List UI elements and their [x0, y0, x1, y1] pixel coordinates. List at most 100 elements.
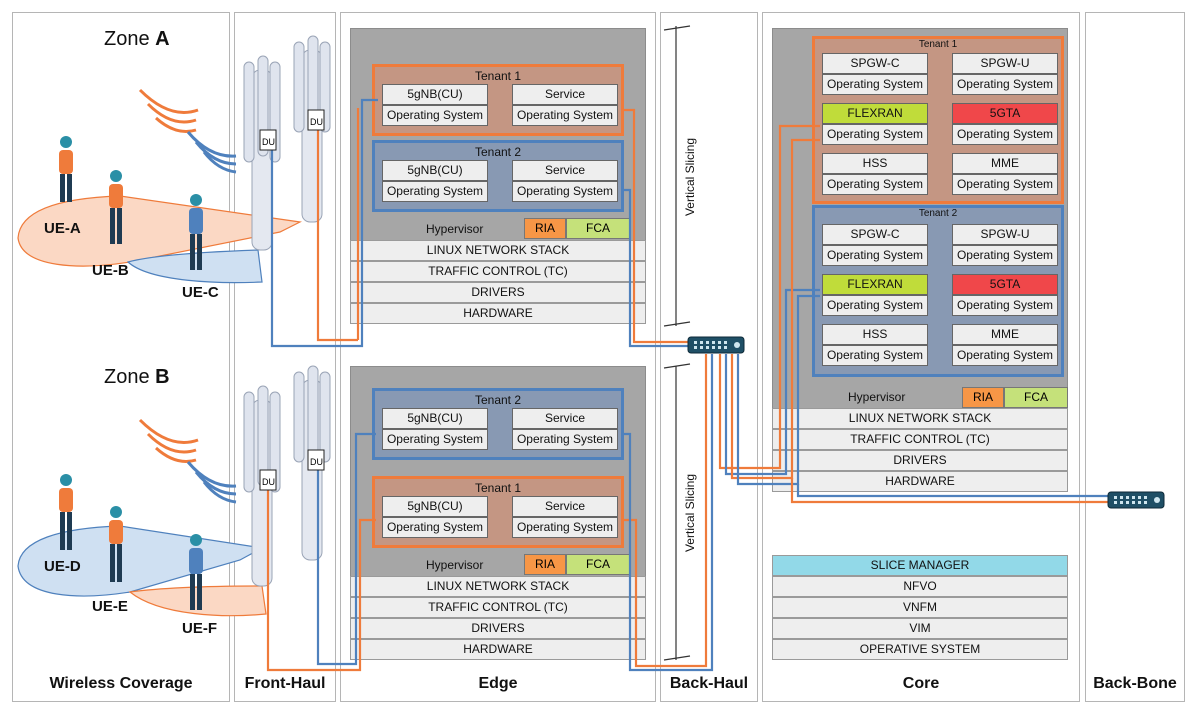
mme-cell: MME	[952, 153, 1058, 174]
os-cell: Operating System	[952, 174, 1058, 195]
vertical-slicing-markers	[663, 25, 691, 661]
os-cell: Operating System	[822, 345, 928, 366]
radio-waves-zone-a	[138, 88, 237, 174]
os-cell: Operating System	[382, 517, 488, 538]
spgw-u-cell: SPGW-U	[952, 224, 1058, 245]
linux-network-stack: LINUX NETWORK STACK	[350, 240, 646, 261]
ue-b-label: UE-B	[92, 262, 129, 279]
os-cell: Operating System	[382, 429, 488, 450]
hypervisor-label: Hypervisor	[426, 558, 484, 572]
person-icon-group-zone-b	[59, 474, 203, 610]
tenant-title: Tenant 2	[918, 208, 958, 219]
fca-box: FCA	[566, 554, 630, 575]
os-cell: Operating System	[822, 295, 928, 316]
os-cell: Operating System	[512, 181, 618, 202]
tenant-title: Tenant 1	[474, 69, 522, 83]
spgw-u-cell: SPGW-U	[952, 53, 1058, 74]
hypervisor-label: Hypervisor	[426, 222, 484, 236]
antenna-tower-zone-b	[243, 365, 331, 587]
core-tenant-1: Tenant 1 SPGW-C Operating System SPGW-U …	[812, 36, 1064, 204]
drivers: DRIVERS	[772, 450, 1068, 471]
service-cell: Service	[512, 408, 618, 429]
edge-bottom-tenant-1: Tenant 1 5gNB(CU) Operating System Servi…	[372, 476, 624, 548]
vim: VIM	[772, 618, 1068, 639]
linux-network-stack: LINUX NETWORK STACK	[772, 408, 1068, 429]
os-cell: Operating System	[822, 74, 928, 95]
operative-system: OPERATIVE SYSTEM	[772, 639, 1068, 660]
nfvo: NFVO	[772, 576, 1068, 597]
cu-cell: 5gNB(CU)	[382, 496, 488, 517]
vertical-slicing-label-top: Vertical Slicing	[683, 137, 697, 217]
ue-d-label: UE-D	[44, 558, 81, 575]
core-tenant-2: Tenant 2 SPGW-C Operating System SPGW-U …	[812, 205, 1064, 377]
cu-cell: 5gNB(CU)	[382, 84, 488, 105]
coverage-area-ue-d	[17, 525, 264, 597]
5gta-cell: 5GTA	[952, 103, 1058, 124]
tenant-title: Tenant 2	[474, 145, 522, 159]
wireless-coverage-label: Wireless Coverage	[49, 675, 193, 692]
antenna-tower-zone-a	[243, 35, 331, 251]
tenant-title: Tenant 2	[474, 393, 522, 407]
zone-b-label: Zone B	[104, 366, 170, 388]
zone-a-label: Zone A	[104, 28, 170, 50]
drivers: DRIVERS	[350, 282, 646, 303]
drivers: DRIVERS	[350, 618, 646, 639]
tenant-title: Tenant 1	[474, 481, 522, 495]
os-cell: Operating System	[952, 245, 1058, 266]
hardware: HARDWARE	[772, 471, 1068, 492]
slice-manager: SLICE MANAGER	[772, 555, 1068, 576]
os-cell: Operating System	[822, 124, 928, 145]
traffic-control: TRAFFIC CONTROL (TC)	[350, 261, 646, 282]
cu-cell: 5gNB(CU)	[382, 160, 488, 181]
ue-f-label: UE-F	[182, 620, 217, 637]
os-cell: Operating System	[822, 174, 928, 195]
mme-cell: MME	[952, 324, 1058, 345]
os-cell: Operating System	[952, 74, 1058, 95]
fca-box: FCA	[1004, 387, 1068, 408]
ria-box: RIA	[524, 554, 566, 575]
hss-cell: HSS	[822, 153, 928, 174]
ue-c-label: UE-C	[182, 284, 219, 301]
hss-cell: HSS	[822, 324, 928, 345]
edge-top-tenant-1: Tenant 1 5gNB(CU) Operating System Servi…	[372, 64, 624, 136]
flexran-cell: FLEXRAN	[822, 274, 928, 295]
5gta-cell: 5GTA	[952, 274, 1058, 295]
service-cell: Service	[512, 496, 618, 517]
os-cell: Operating System	[952, 124, 1058, 145]
radio-waves-zone-b	[138, 418, 237, 504]
back-bone-section: Back-Bone	[1085, 12, 1185, 702]
spgw-c-cell: SPGW-C	[822, 224, 928, 245]
linux-network-stack: LINUX NETWORK STACK	[350, 576, 646, 597]
traffic-control: TRAFFIC CONTROL (TC)	[350, 597, 646, 618]
back-bone-label: Back-Bone	[1093, 675, 1177, 692]
os-cell: Operating System	[952, 295, 1058, 316]
flexran-cell: FLEXRAN	[822, 103, 928, 124]
hardware: HARDWARE	[350, 303, 646, 324]
ria-box: RIA	[524, 218, 566, 239]
back-haul-label: Back-Haul	[669, 675, 749, 692]
ue-a-label: UE-A	[44, 220, 81, 237]
service-cell: Service	[512, 84, 618, 105]
vertical-slicing-label-bottom: Vertical Slicing	[683, 473, 697, 553]
edge-label: Edge	[478, 675, 518, 692]
os-cell: Operating System	[382, 181, 488, 202]
tenant-title: Tenant 1	[918, 39, 958, 50]
hypervisor-label: Hypervisor	[848, 390, 906, 404]
traffic-control: TRAFFIC CONTROL (TC)	[772, 429, 1068, 450]
os-cell: Operating System	[512, 429, 618, 450]
edge-bottom-tenant-2: Tenant 2 5gNB(CU) Operating System Servi…	[372, 388, 624, 460]
os-cell: Operating System	[382, 105, 488, 126]
hardware: HARDWARE	[350, 639, 646, 660]
ria-box: RIA	[962, 387, 1004, 408]
cu-cell: 5gNB(CU)	[382, 408, 488, 429]
os-cell: Operating System	[512, 517, 618, 538]
ue-e-label: UE-E	[92, 598, 128, 615]
vnfm: VNFM	[772, 597, 1068, 618]
front-haul-label: Front-Haul	[244, 675, 326, 692]
person-icon-group-zone-a	[59, 136, 203, 270]
os-cell: Operating System	[952, 345, 1058, 366]
core-label: Core	[902, 675, 940, 692]
os-cell: Operating System	[512, 105, 618, 126]
edge-top-tenant-2: Tenant 2 5gNB(CU) Operating System Servi…	[372, 140, 624, 212]
service-cell: Service	[512, 160, 618, 181]
